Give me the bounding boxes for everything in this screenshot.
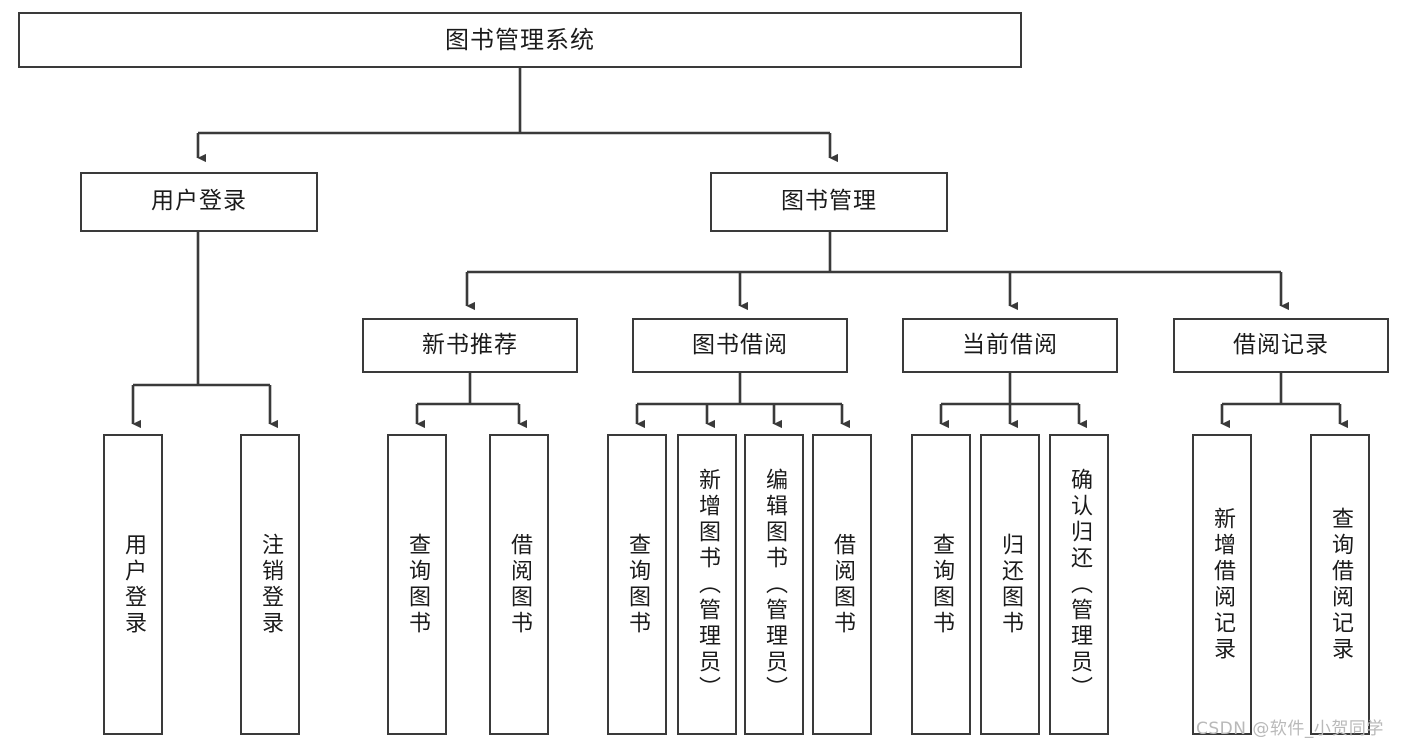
node-book-borrow[interactable]: 图书借阅 xyxy=(632,318,848,373)
node-leaf-query-book-2[interactable]: 查询图书 xyxy=(607,434,667,735)
node-leaf-user-login[interactable]: 用户登录 xyxy=(103,434,163,735)
node-current-borrow[interactable]: 当前借阅 xyxy=(902,318,1118,373)
node-leaf-borrow-book-1-label: 借阅图书 xyxy=(507,532,532,637)
node-leaf-logout-label: 注销登录 xyxy=(258,532,283,637)
node-leaf-query-record[interactable]: 查询借阅记录 xyxy=(1310,434,1370,735)
node-book-management[interactable]: 图书管理 xyxy=(710,172,948,232)
node-root[interactable]: 图书管理系统 xyxy=(18,12,1022,68)
node-user-login-label: 用户登录 xyxy=(151,188,247,215)
node-root-label: 图书管理系统 xyxy=(445,25,595,54)
node-borrow-record[interactable]: 借阅记录 xyxy=(1173,318,1389,373)
node-borrow-record-label: 借阅记录 xyxy=(1233,331,1329,358)
node-leaf-return-book[interactable]: 归还图书 xyxy=(980,434,1040,735)
node-leaf-borrow-book-2[interactable]: 借阅图书 xyxy=(812,434,872,735)
node-leaf-edit-book[interactable]: 编辑图书（管理员） xyxy=(744,434,804,735)
watermark-text: CSDN @软件_小贺同学 xyxy=(1196,719,1384,739)
node-leaf-borrow-book-1[interactable]: 借阅图书 xyxy=(489,434,549,735)
node-current-borrow-label: 当前借阅 xyxy=(962,331,1058,358)
node-leaf-query-record-label: 查询借阅记录 xyxy=(1328,506,1353,663)
node-leaf-query-book-2-label: 查询图书 xyxy=(625,532,650,637)
node-new-book-recommend-label: 新书推荐 xyxy=(422,331,518,358)
node-leaf-confirm-return[interactable]: 确认归还（管理员） xyxy=(1049,434,1109,735)
node-leaf-return-book-label: 归还图书 xyxy=(998,532,1023,637)
node-leaf-query-book-1[interactable]: 查询图书 xyxy=(387,434,447,735)
node-leaf-edit-book-label: 编辑图书（管理员） xyxy=(762,467,787,702)
node-leaf-add-record-label: 新增借阅记录 xyxy=(1210,506,1235,663)
node-leaf-add-record[interactable]: 新增借阅记录 xyxy=(1192,434,1252,735)
node-book-management-label: 图书管理 xyxy=(781,188,877,215)
node-leaf-borrow-book-2-label: 借阅图书 xyxy=(830,532,855,637)
node-leaf-add-book[interactable]: 新增图书（管理员） xyxy=(677,434,737,735)
node-leaf-logout[interactable]: 注销登录 xyxy=(240,434,300,735)
node-new-book-recommend[interactable]: 新书推荐 xyxy=(362,318,578,373)
node-leaf-query-book-3[interactable]: 查询图书 xyxy=(911,434,971,735)
node-user-login[interactable]: 用户登录 xyxy=(80,172,318,232)
node-leaf-query-book-1-label: 查询图书 xyxy=(405,532,430,637)
node-book-borrow-label: 图书借阅 xyxy=(692,331,788,358)
node-leaf-confirm-return-label: 确认归还（管理员） xyxy=(1067,467,1092,702)
node-leaf-add-book-label: 新增图书（管理员） xyxy=(695,467,720,702)
node-leaf-query-book-3-label: 查询图书 xyxy=(929,532,954,637)
node-leaf-user-login-label: 用户登录 xyxy=(121,532,146,637)
